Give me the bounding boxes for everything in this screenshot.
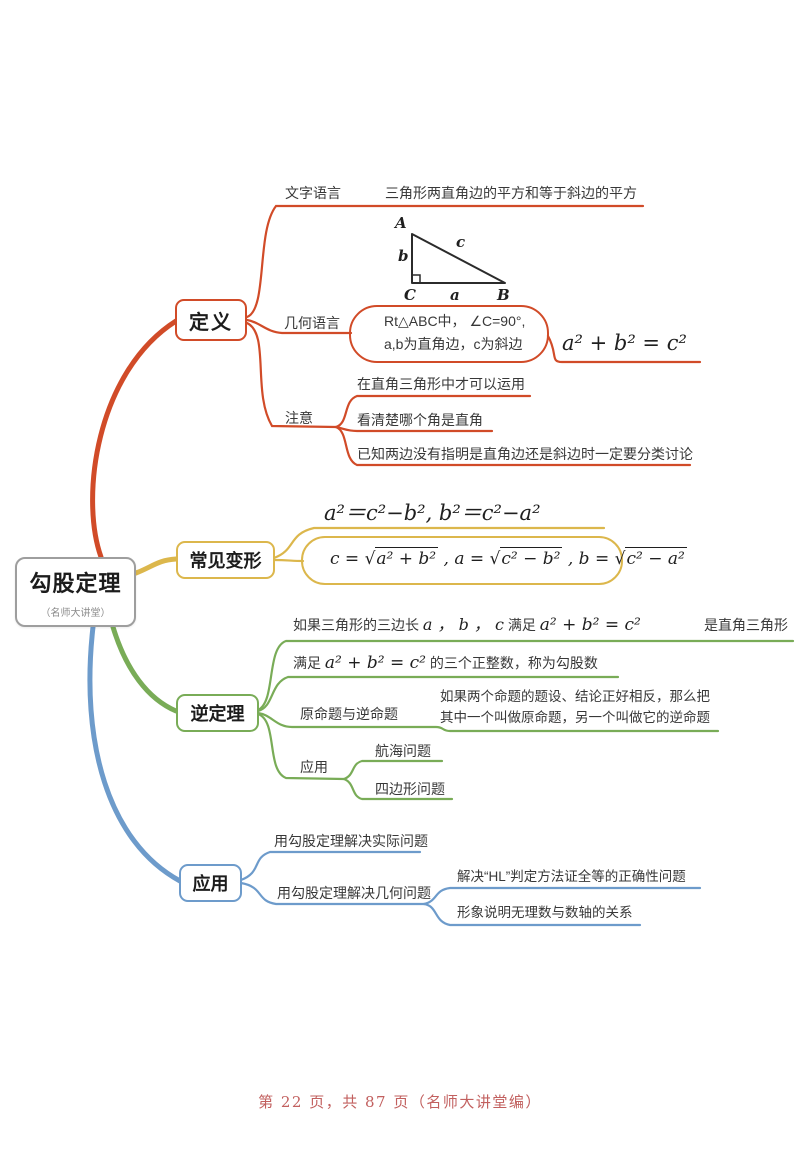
inverse-wires <box>256 639 795 801</box>
inverse-item1-mid: 满足 <box>507 617 536 633</box>
radical-icon: √ <box>489 549 501 569</box>
sqrt-part1-radicand: a² + b² <box>375 547 439 569</box>
page-footer: 第 22 页，共 87 页（名师大讲堂编） <box>258 1093 542 1111</box>
inverse-application-item-2: 四边形问题 <box>375 781 445 797</box>
transform-wires <box>272 526 623 585</box>
transform-formula-1: a²＝c²−b², b²＝c²−a² <box>324 501 541 525</box>
application-item-2-child-2: 形象说明无理数与数轴的关系 <box>457 905 633 920</box>
text-language-statement: 三角形两直角边的平方和等于斜边的平方 <box>385 185 637 201</box>
triangle-vertex-c-label: C <box>404 286 416 304</box>
pythagorean-triple-statement: 满足 a² + b² = c² 的三个正整数，称为勾股数 <box>293 653 598 674</box>
branch-curve-definition <box>90 318 179 560</box>
sqrt-part1-lhs: c = <box>330 549 365 569</box>
application-item-2: 用勾股定理解决几何问题 <box>277 885 431 901</box>
triangle-side-c-label: c <box>456 233 466 251</box>
inverse-item2-formula: a² + b² = c² <box>324 653 426 673</box>
inverse-item2-pre: 满足 <box>293 655 321 671</box>
root-topic[interactable]: 勾股定理 （名师大讲堂） <box>15 557 136 627</box>
label-text-language: 文字语言 <box>285 185 341 201</box>
transform-formula-sqrt: c = √a² + b² , a = √c² − b² , b = √c² − … <box>330 547 687 570</box>
inverse-conclusion: 是直角三角形 <box>704 617 788 633</box>
triangle-side-a-label: a <box>450 286 460 304</box>
application-item-2-child-1: 解决“HL”判定方法证全等的正确性问题 <box>457 869 686 884</box>
note-item-2: 看清楚哪个角是直角 <box>357 412 483 428</box>
note-item-3: 已知两边没有指明是直角边还是斜边时一定要分类讨论 <box>357 446 693 462</box>
inverse-item1-formula: a² + b² = c² <box>539 615 641 635</box>
triangle-side-b-label: b <box>398 247 409 265</box>
sqrt-part2-radicand: c² − b² <box>500 547 563 569</box>
topic-application[interactable]: 应用 <box>179 864 242 902</box>
inverse-item2-post: 的三个正整数，称为勾股数 <box>429 655 598 671</box>
topic-inverse[interactable]: 逆定理 <box>176 694 259 732</box>
proposition-line2: 其中一个叫做原命题，另一个叫做它的逆命题 <box>440 710 710 725</box>
triangle-vertex-b-label: B <box>497 286 510 304</box>
inverse-item1-pre: 如果三角形的三边长 <box>293 617 419 633</box>
root-title: 勾股定理 <box>29 570 122 596</box>
sqrt-part3-radicand: c² − a² <box>625 547 687 569</box>
radical-icon: √ <box>364 549 376 569</box>
right-triangle-figure <box>411 233 506 284</box>
topic-definition[interactable]: 定义 <box>175 299 247 341</box>
inverse-item1-vars: a ， b ， c <box>422 615 504 634</box>
label-notes: 注意 <box>285 410 313 426</box>
application-wires <box>239 850 702 927</box>
label-geometric-language: 几何语言 <box>284 315 340 331</box>
inverse-condition-statement: 如果三角形的三边长 a ， b ， c 满足 a² + b² = c² <box>293 615 641 636</box>
label-inverse-application: 应用 <box>300 759 328 775</box>
pythagorean-formula: a² + b² = c² <box>562 331 687 355</box>
label-proposition: 原命题与逆命题 <box>300 706 398 722</box>
application-item-1: 用勾股定理解决实际问题 <box>274 833 428 849</box>
radical-icon: √ <box>614 549 626 569</box>
sqrt-part2-lhs: , a = <box>438 549 490 569</box>
triangle-vertex-a-label: A <box>395 214 407 232</box>
geometric-language-line1: Rt△ABC中， ∠C=90°, <box>384 313 526 329</box>
geometric-language-line2: a,b为直角边，c为斜边 <box>384 336 523 352</box>
branch-curve-transform <box>133 556 179 576</box>
branch-curve-inverse <box>110 624 179 714</box>
sqrt-part3-lhs: , b = <box>562 549 615 569</box>
root-subtitle: （名师大讲堂） <box>40 607 111 619</box>
topic-transform[interactable]: 常见变形 <box>176 541 275 579</box>
proposition-line1: 如果两个命题的题设、结论正好相反，那么把 <box>440 689 710 704</box>
inverse-application-item-1: 航海问题 <box>375 743 431 759</box>
note-item-1: 在直角三角形中才可以运用 <box>357 376 525 392</box>
branch-curve-application <box>87 624 183 884</box>
definition-wires <box>245 204 702 467</box>
